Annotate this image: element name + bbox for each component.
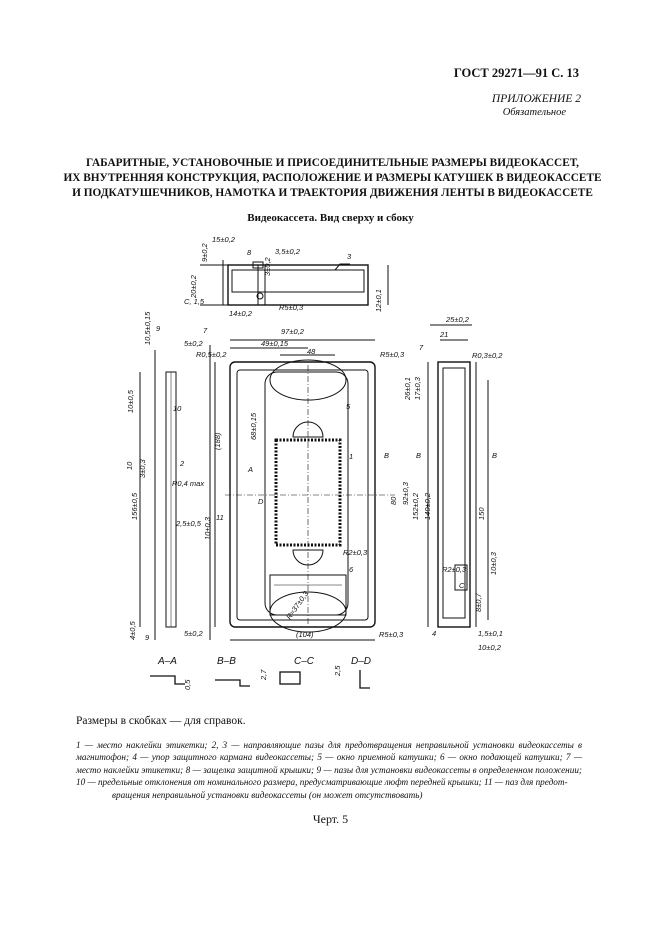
dim-label: R2±0,3 <box>442 565 467 574</box>
dim-label: R5±0,3 <box>379 630 404 639</box>
legend-text: 1 — место наклейки этикетки; 2, 3 — напр… <box>76 740 582 788</box>
dim-label: 14±0,2 <box>229 309 253 318</box>
drawing-subtitle: Видеокассета. Вид сверху и сбоку <box>247 212 414 224</box>
dim-label: 10±0,5 <box>126 389 135 413</box>
section-mark: B <box>492 451 497 460</box>
dim-label: R5±0,3 <box>279 303 304 312</box>
figure-caption: Черт. 5 <box>312 812 349 826</box>
dim-label: R0,4 max <box>172 479 204 488</box>
reference-note: Размеры в скобках — для справок. <box>76 715 246 727</box>
callout-label: 7 <box>203 326 208 335</box>
section-title: A–A <box>157 656 177 667</box>
callout-label: 4 <box>432 629 436 638</box>
dim-label: 3±0,2 <box>263 256 272 276</box>
callout-label: 9 <box>156 324 161 333</box>
dim-label: 17±0,3 <box>413 376 422 400</box>
dim-label: 156±0,5 <box>130 492 139 520</box>
section-mark: B <box>416 451 421 460</box>
appendix-status: Обязательное <box>502 107 566 118</box>
section-mark: A <box>247 465 253 474</box>
dim-label: 4±0,5 <box>128 620 137 640</box>
callout-label: 7 <box>419 343 424 352</box>
callout-label: 10 <box>173 404 182 413</box>
dim-label: 10±0,3 <box>489 551 498 575</box>
section-BB <box>215 679 250 687</box>
dim-label: 5±0,2 <box>184 629 204 638</box>
dim-label: R0,5±0,2 <box>196 350 227 359</box>
dim-label: 140±0,2 <box>423 492 432 520</box>
title-line: ГАБАРИТНЫЕ, УСТАНОВОЧНЫЕ И ПРИСОЕДИНИТЕЛ… <box>86 157 579 169</box>
side-view-inner <box>231 269 365 293</box>
dim-label: R2±0,3 <box>343 548 368 557</box>
dim-label: 68±0,15 <box>249 412 258 440</box>
callout-label: 10 <box>125 461 134 470</box>
dim-label: 97±0,2 <box>281 327 305 336</box>
dim-label: 80 <box>389 496 398 505</box>
dim-label: (104) <box>296 630 314 639</box>
side-view-right <box>437 361 471 628</box>
dim-label: 25±0,2 <box>445 315 470 324</box>
cassette-technical-drawing: 15±0,2 8 3 3,5±0,2 9±0,2 3±0,2 20±0,2 C,… <box>125 235 503 690</box>
dim-label: 12±0,1 <box>374 289 383 312</box>
reel-window-top <box>292 421 324 438</box>
dim-label: R0,3±0,2 <box>472 351 503 360</box>
dim-label: 26±0,1 <box>403 377 412 401</box>
dim-label: 150 <box>477 507 486 520</box>
callout-label: 11 <box>216 513 224 522</box>
section-AA <box>150 675 185 685</box>
document-title: ГАБАРИТНЫЕ, УСТАНОВОЧНЫЕ И ПРИСОЕДИНИТЕЛ… <box>60 156 605 201</box>
dim-label: 2,5 <box>333 665 342 677</box>
title-line: И ПОДКАТУШЕЧНИКОВ, НАМОТКА И ТРАЕКТОРИЯ … <box>72 187 593 199</box>
dim-label: 152±0,2 <box>411 492 420 520</box>
dim-label: R≈37±0,3 <box>284 589 310 621</box>
dim-label: 3,5±0,2 <box>275 247 301 256</box>
dim-label: 5±0,2 <box>184 339 204 348</box>
dim-label: 49±0,15 <box>261 339 289 348</box>
callout-label: 8 <box>247 248 252 257</box>
dim-label: 1,5±0,1 <box>478 629 503 638</box>
callout-label: 1 <box>349 452 353 461</box>
dim-label: 2,5±0,5 <box>175 519 202 528</box>
legend: 1 — место наклейки этикетки; 2, 3 — напр… <box>76 739 582 801</box>
dim-label: 21 <box>439 330 448 339</box>
section-title: C–C <box>294 656 315 667</box>
section-mark: C <box>459 581 465 590</box>
section-DD <box>359 670 370 689</box>
dim-label: R5±0,3 <box>380 350 405 359</box>
dim-label: 15±0,2 <box>212 235 236 244</box>
dim-label: 10,5±0,15 <box>143 311 152 345</box>
section-CC <box>279 671 301 685</box>
dim-label: 9±0,2 <box>200 242 209 262</box>
callout-label: 2 <box>179 459 185 468</box>
callout-label: 5 <box>346 402 351 411</box>
dim-label: 0,5 <box>183 679 192 690</box>
title-line: ИХ ВНУТРЕННЯЯ КОНСТРУКЦИЯ, РАСПОЛОЖЕНИЕ … <box>63 172 602 184</box>
section-title: B–B <box>217 656 236 667</box>
callout-label: 9 <box>145 633 150 642</box>
section-mark: B <box>384 451 389 460</box>
dim-label: 10±0,3 <box>203 516 212 540</box>
document-header: ГОСТ 29271—91 С. 13 <box>453 66 579 80</box>
callout-label: 3 <box>347 252 352 261</box>
appendix-label: ПРИЛОЖЕНИЕ 2 <box>491 93 581 105</box>
legend-text: вращения неправильной установки видеокас… <box>112 789 423 800</box>
dim-label: 2,7 <box>259 669 268 681</box>
section-mark: D <box>258 497 264 506</box>
dim-label: 10±0,2 <box>478 643 502 652</box>
dim-label: C, 1,5 <box>184 297 205 306</box>
reel-window-bottom <box>292 549 324 566</box>
callout-label: 6 <box>349 565 354 574</box>
dim-label: (188) <box>213 432 222 450</box>
dim-label: 3±0,3 <box>138 458 147 478</box>
dim-label: 20±0,2 <box>189 274 198 299</box>
section-title: D–D <box>351 656 371 667</box>
dim-label: 92±0,3 <box>401 481 410 505</box>
dim-label: 8±0,7 <box>474 592 483 612</box>
main-view-outline <box>229 361 376 628</box>
side-view-outline <box>227 264 369 306</box>
dim-label: 48 <box>307 347 316 356</box>
